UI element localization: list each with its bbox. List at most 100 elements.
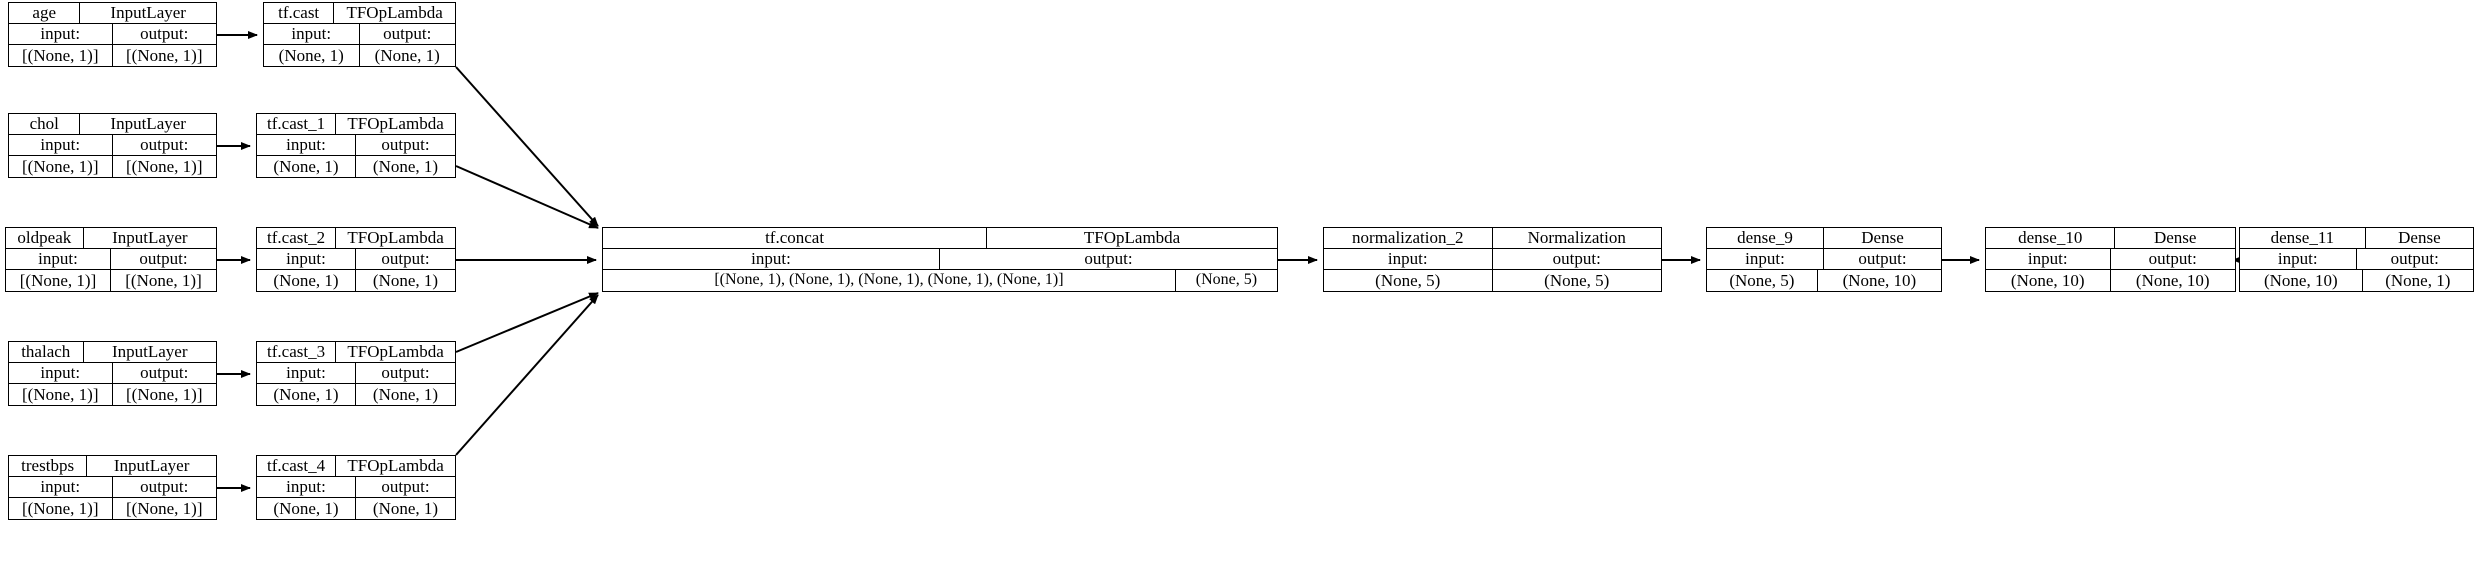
input-shape-tf_cast_4: (None, 1) <box>257 497 356 519</box>
input-label-oldpeak: input: <box>6 248 111 269</box>
layer-class-oldpeak: InputLayer <box>112 228 188 248</box>
layer-name-dense_10: dense_10 <box>1986 228 2116 248</box>
node-shape-row: (None, 1)(None, 1) <box>257 269 455 291</box>
layer-name-tf_cast_1: tf.cast_1 <box>257 114 337 134</box>
layer-class-tf_cast: TFOpLambda <box>346 3 443 23</box>
input-shape-tf_concat: [(None, 1), (None, 1), (None, 1), (None,… <box>603 269 1176 291</box>
edge-tf_cast_3-to-tf_concat <box>455 292 599 353</box>
input-label-tf_cast_1: input: <box>257 134 356 155</box>
layer-name-tf_concat: tf.concat <box>603 228 988 248</box>
node-io-row: input:output: <box>9 362 216 384</box>
output-label-dense_11: output: <box>2390 249 2439 269</box>
node-title-row: tf.cast TFOpLambda <box>264 3 455 24</box>
output-label-tf_concat: output: <box>1084 249 1133 269</box>
input-label-normalization_2: input: <box>1324 248 1493 269</box>
node-io-row: input:output: <box>9 476 216 498</box>
node-io-row: input: output: <box>603 248 1277 270</box>
input-shape-trestbps: [(None, 1)] <box>9 497 113 519</box>
input-shape-dense_9: (None, 5) <box>1707 269 1818 291</box>
node-io-row: input:output: <box>6 248 216 270</box>
node-shape-row: [(None, 1)][(None, 1)] <box>9 497 216 519</box>
node-io-row: input:output: <box>2240 248 2473 270</box>
layer-class-normalization_2: Normalization <box>1527 228 1626 248</box>
layer-class-tf_cast_4: TFOpLambda <box>347 456 444 476</box>
node-io-row: input:output: <box>9 134 216 156</box>
input-label-tf_concat: input: <box>603 248 940 269</box>
layer-name-trestbps: trestbps <box>9 456 88 476</box>
output-label-tf_cast: output: <box>383 24 432 44</box>
output-shape-tf_cast_2: (None, 1) <box>372 270 439 290</box>
output-shape-tf_cast_1: (None, 1) <box>372 156 439 176</box>
layer-name-normalization_2: normalization_2 <box>1324 228 1493 248</box>
output-shape-tf_cast_3: (None, 1) <box>372 384 439 404</box>
input-label-age: input: <box>9 23 113 44</box>
layer-name-age: age <box>9 3 81 23</box>
node-shape-row: (None, 1) (None, 1) <box>257 497 455 519</box>
layer-class-tf_concat: TFOpLambda <box>1083 228 1181 248</box>
input-label-tf_cast_4: input: <box>257 476 356 497</box>
layer-name-oldpeak: oldpeak <box>6 228 84 248</box>
layer-class-tf_cast_3: TFOpLambda <box>347 342 444 362</box>
output-shape-oldpeak: [(None, 1)] <box>125 270 202 290</box>
output-shape-tf_cast: (None, 1) <box>374 45 440 65</box>
output-label-tf_cast_2: output: <box>381 249 430 269</box>
output-shape-normalization_2: (None, 5) <box>1544 270 1610 290</box>
output-label-tf_cast_3: output: <box>381 363 430 383</box>
node-io-row: input:output: <box>257 362 455 384</box>
node-shape-row: (None, 10)(None, 10) <box>1986 269 2235 291</box>
input-shape-dense_11: (None, 10) <box>2240 269 2363 291</box>
layer-class-chol: InputLayer <box>110 114 186 134</box>
node-shape-row: [(None, 1)][(None, 1)] <box>9 383 216 405</box>
node-title-row: tf.concat TFOpLambda <box>603 228 1277 249</box>
input-shape-age: [(None, 1)] <box>9 44 113 66</box>
edge-tf_cast-to-tf_concat <box>455 66 599 227</box>
layer-name-tf_cast_2: tf.cast_2 <box>257 228 337 248</box>
layer-name-tf_cast_4: tf.cast_4 <box>257 456 337 476</box>
node-shape-row: [(None, 1)][(None, 1)] <box>9 155 216 177</box>
node-io-row: input:output: <box>1707 248 1941 270</box>
layer-class-thalach: InputLayer <box>111 342 188 362</box>
input-shape-tf_cast_3: (None, 1) <box>257 383 356 405</box>
node-io-row: input:output: <box>9 23 216 45</box>
node-shape-row: (None, 1) (None, 1) <box>257 383 455 405</box>
layer-name-thalach: thalach <box>9 342 84 362</box>
layer-class-age: InputLayer <box>110 3 186 23</box>
output-shape-thalach: [(None, 1)] <box>126 384 203 404</box>
layer-name-tf_cast: tf.cast <box>264 3 335 23</box>
input-label-trestbps: input: <box>9 476 113 497</box>
input-shape-tf_cast_1: (None, 1) <box>257 155 356 177</box>
input-label-tf_cast: input: <box>264 23 360 44</box>
node-title-row: oldpeak InputLayer <box>6 228 216 249</box>
layer-node-tf_concat[interactable]: tf.concat TFOpLambda input: output:[(None, … <box>602 227 1278 292</box>
input-shape-tf_cast: (None, 1) <box>264 44 360 66</box>
output-shape-dense_11: (None, 1) <box>2385 270 2451 290</box>
layer-name-dense_9: dense_9 <box>1707 228 1824 248</box>
output-label-dense_9: output: <box>1858 249 1907 269</box>
edge-tf_cast_1-to-tf_concat <box>455 165 599 229</box>
output-shape-tf_cast_4: (None, 1) <box>372 498 439 518</box>
node-shape-row: (None, 5)(None, 5) <box>1324 269 1661 291</box>
node-io-row: input:output: <box>257 476 455 498</box>
input-label-dense_10: input: <box>1986 248 2111 269</box>
